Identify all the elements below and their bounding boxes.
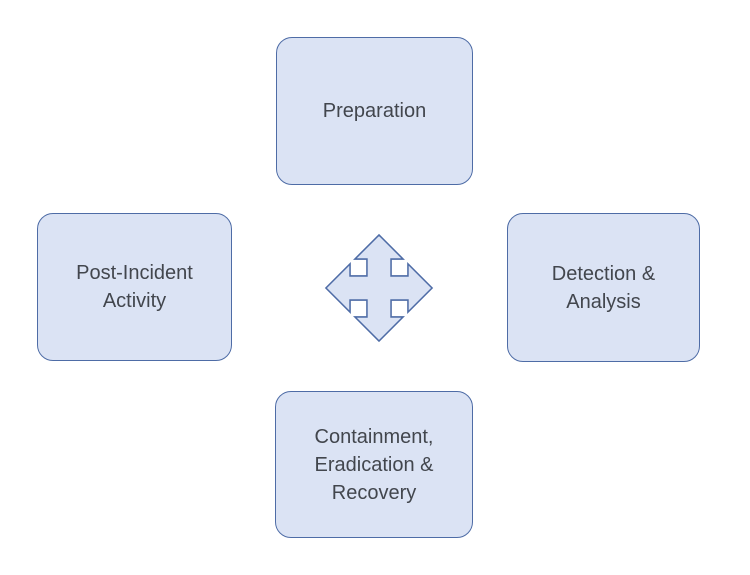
node-preparation-label: Preparation xyxy=(322,100,427,122)
node-post-incident-activity: Post-Incident Activity xyxy=(37,213,232,361)
node-preparation: Preparation xyxy=(276,37,473,185)
node-detection-analysis-label: Detection & Analysis xyxy=(551,262,656,313)
node-post-incident-activity-label: Post-Incident Activity xyxy=(76,262,193,312)
node-containment-eradication-recovery: Containment, Eradication & Recovery xyxy=(275,391,473,538)
four-way-move-arrow-icon xyxy=(324,233,434,343)
node-detection-analysis: Detection & Analysis xyxy=(507,213,700,362)
node-containment-eradication-recovery-label: Containment, Eradication & Recovery xyxy=(314,425,434,504)
